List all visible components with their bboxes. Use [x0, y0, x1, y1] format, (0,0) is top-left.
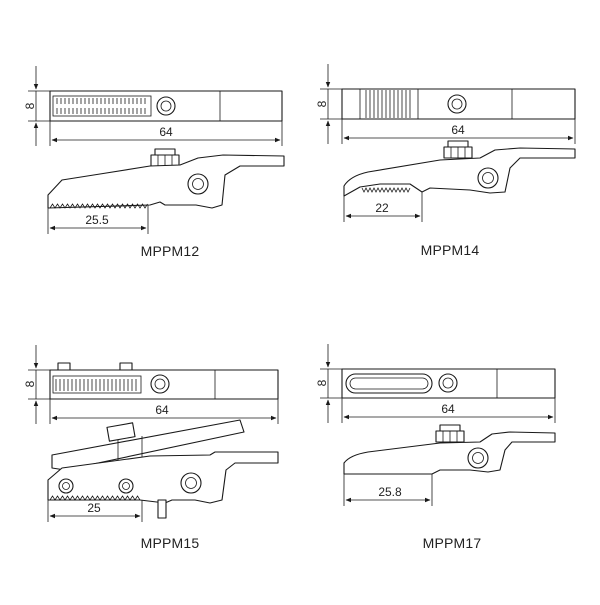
mppm15-jaw-dimension: 25: [47, 500, 143, 522]
mppm12-height-label: 8: [23, 102, 37, 109]
mppm15-caption: MPPM15: [141, 535, 200, 551]
mppm14-caption: MPPM14: [421, 242, 480, 258]
mppm12-jaw-dimension: 25.5: [47, 205, 149, 234]
mppm17-height-label: 8: [315, 379, 329, 386]
mppm12-height-dimension: 8: [23, 66, 50, 146]
mppm15-length-dimension: 64: [49, 399, 279, 424]
mppm15-height-dimension: 8: [23, 345, 50, 424]
panel-mppm17: 8 64 25.8 MPPM17: [315, 344, 556, 551]
mppm17-caption: MPPM17: [423, 535, 482, 551]
mppm17-jaw-dimension: 25.8: [343, 474, 433, 506]
mppm14-length-dimension: 64: [341, 119, 576, 144]
mppm14-jaw-label: 22: [375, 201, 389, 215]
panel-mppm12: 8 64 25.5 MPPM12: [23, 66, 285, 259]
mppm15-jaw-label: 25: [87, 501, 101, 515]
mppm14-jaw-dimension: 22: [343, 192, 423, 222]
mppm14-top-view: [341, 88, 576, 120]
mppm17-jaw-label: 25.8: [378, 485, 402, 499]
mppm15-height-label: 8: [23, 380, 37, 387]
mppm17-length-label: 64: [441, 402, 455, 416]
mppm12-top-view: [49, 90, 283, 122]
mppm12-length-label: 64: [159, 125, 173, 139]
mppm17-side-view: [343, 424, 556, 475]
panel-mppm15: 8 64: [23, 345, 279, 551]
mppm14-side-view: [343, 140, 576, 197]
mppm12-side-view: [47, 148, 285, 209]
mppm12-caption: MPPM12: [141, 243, 200, 259]
mppm17-height-dimension: 8: [315, 344, 342, 423]
mppm17-length-dimension: 64: [341, 398, 556, 423]
mppm14-length-label: 64: [451, 123, 465, 137]
mppm14-height-dimension: 8: [315, 64, 342, 144]
panel-mppm14: 8 64 22 MPPM14: [315, 64, 576, 258]
mppm15-top-view: [49, 362, 279, 400]
mppm17-top-view: [341, 368, 556, 399]
mppm12-jaw-label: 25.5: [85, 213, 109, 227]
mppm12-length-dimension: 64: [49, 121, 283, 146]
mppm15-side-view: [47, 419, 279, 519]
mppm14-height-label: 8: [315, 100, 329, 107]
mppm15-length-label: 64: [155, 403, 169, 417]
